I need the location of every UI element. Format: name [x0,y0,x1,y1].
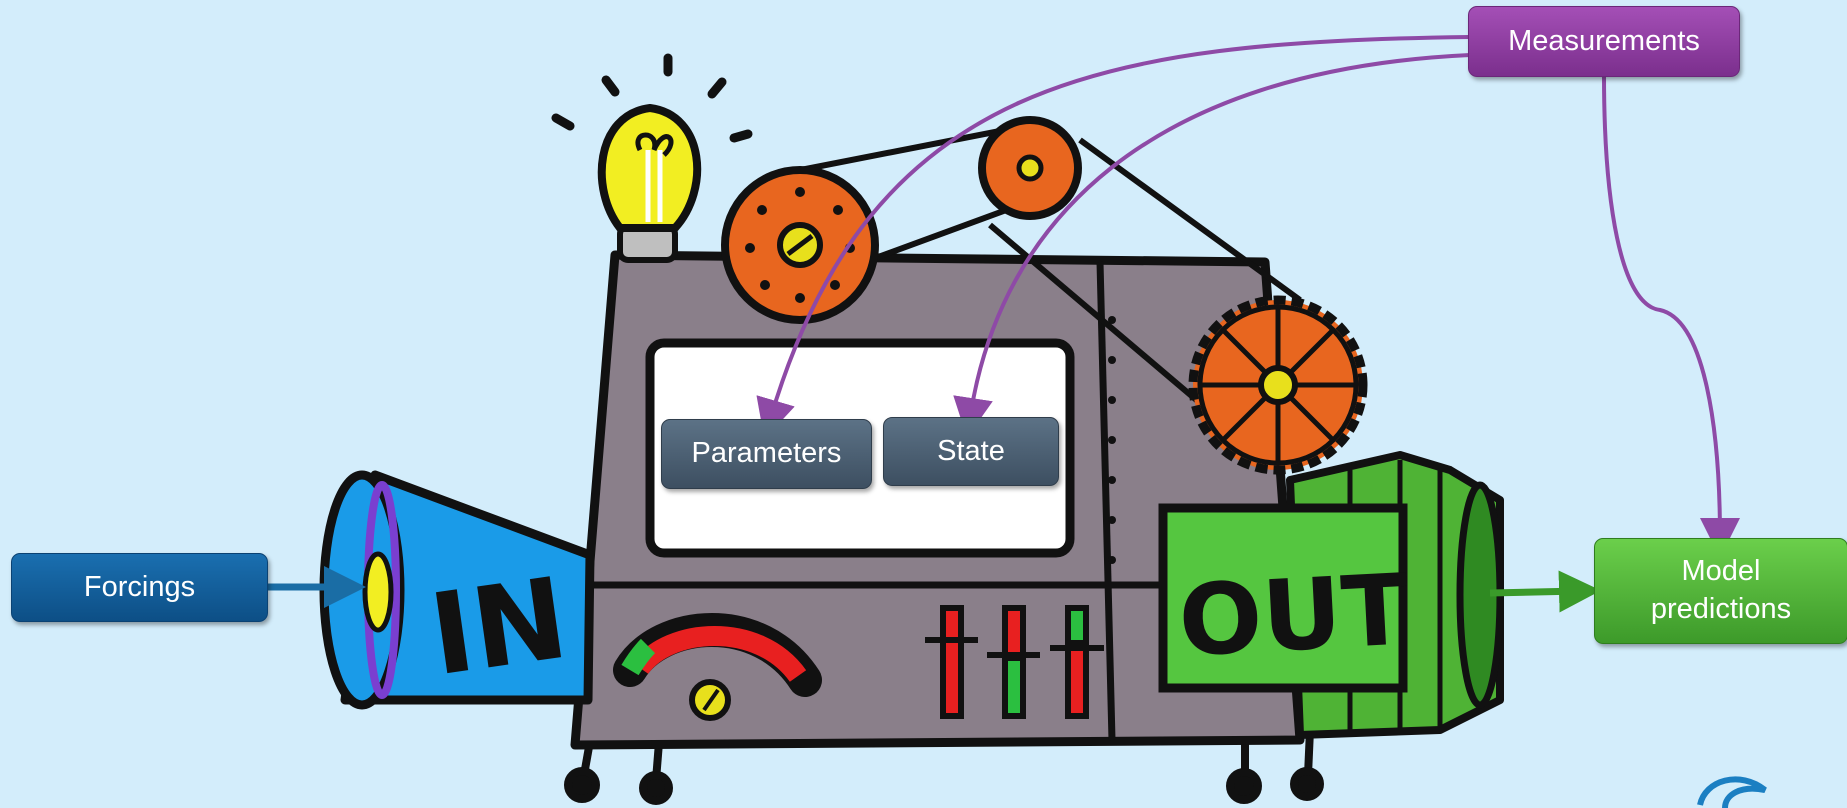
small-gear-icon [982,120,1078,216]
sliders-icon [925,608,1104,716]
measurements-box: Measurements [1468,6,1740,77]
spoked-gear-icon [1193,300,1363,470]
in-horn-icon: IN [324,475,590,705]
measurements-to-predictions-arrow [1604,75,1720,538]
measurements-label: Measurements [1508,23,1700,61]
logo-icon [1700,779,1765,808]
model-predictions-label-line1: Model [1651,553,1791,591]
large-gear-icon [725,170,875,320]
lightbulb-icon [556,58,748,260]
forcings-box: Forcings [11,553,268,622]
forcings-label: Forcings [84,569,195,607]
model-predictions-label-line2: predictions [1651,591,1791,629]
out-to-predictions-arrow [1490,591,1580,593]
parameters-box: Parameters [661,419,872,489]
state-label: State [937,433,1005,471]
parameters-label: Parameters [692,435,842,473]
state-box: State [883,417,1059,486]
in-label: IN [423,554,575,702]
model-predictions-box: Model predictions [1594,538,1847,644]
out-label: OUT [1176,553,1412,679]
